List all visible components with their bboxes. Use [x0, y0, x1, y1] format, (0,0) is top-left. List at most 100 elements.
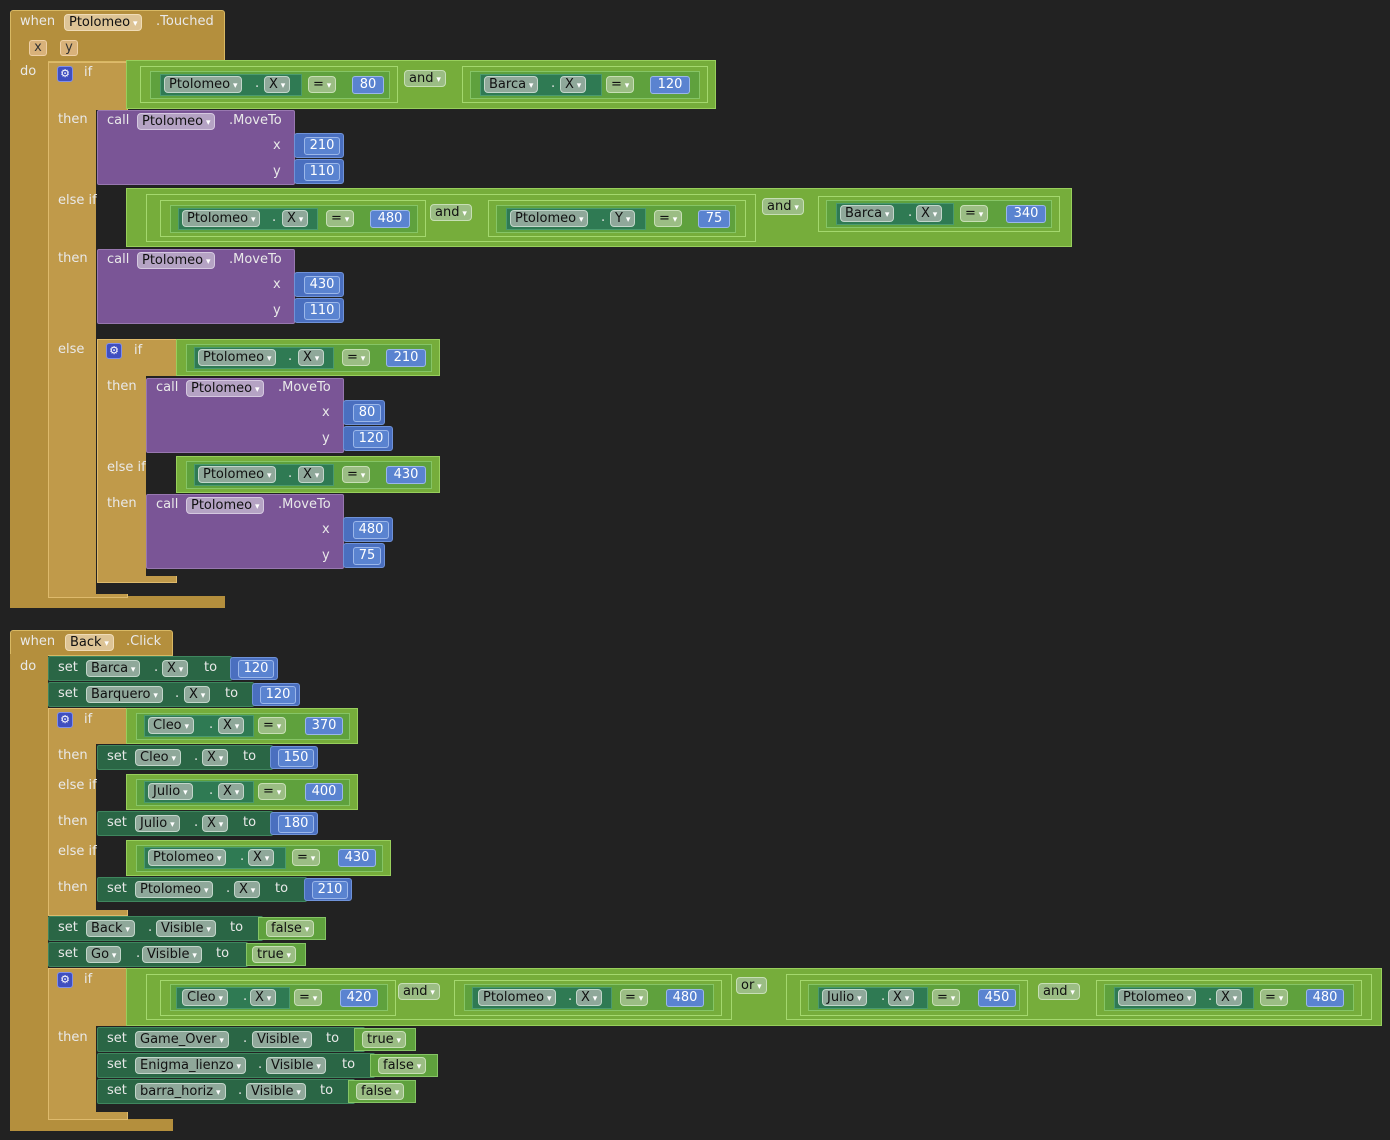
equals-dropdown[interactable]: =: [308, 76, 337, 93]
property-dropdown[interactable]: X: [162, 660, 189, 677]
mutator-gear-icon[interactable]: ⚙: [106, 343, 122, 359]
number-value[interactable]: 370: [305, 717, 343, 735]
number-value[interactable]: 430: [338, 849, 376, 867]
property-dropdown[interactable]: Visible: [246, 1083, 306, 1100]
equals-dropdown[interactable]: =: [292, 849, 321, 866]
number-value[interactable]: 420: [340, 989, 378, 1007]
number-value[interactable]: 75: [698, 210, 730, 228]
number-value[interactable]: 480: [1306, 989, 1344, 1007]
number-value[interactable]: 430: [386, 466, 426, 484]
set-block[interactable]: [97, 745, 273, 770]
number-value[interactable]: 80: [352, 76, 384, 94]
component-dropdown[interactable]: Barca: [840, 205, 895, 222]
equals-dropdown[interactable]: =: [326, 210, 355, 227]
property-dropdown[interactable]: X: [298, 349, 325, 366]
mutator-gear-icon[interactable]: ⚙: [57, 66, 73, 82]
property-dropdown[interactable]: X: [250, 989, 277, 1006]
component-dropdown[interactable]: Ptolomeo: [510, 210, 589, 227]
boolean-dropdown[interactable]: false: [356, 1083, 405, 1100]
component-dropdown[interactable]: Julio: [135, 815, 180, 832]
equals-dropdown[interactable]: =: [342, 466, 371, 483]
component-dropdown[interactable]: Ptolomeo: [198, 466, 277, 483]
event-param-x[interactable]: x: [29, 40, 47, 56]
call-component-dropdown[interactable]: Ptolomeo: [186, 380, 265, 397]
number-value[interactable]: 480: [370, 210, 410, 228]
property-dropdown[interactable]: X: [264, 76, 291, 93]
component-dropdown[interactable]: Back: [86, 920, 135, 937]
number-value[interactable]: 120: [650, 76, 690, 94]
and-dropdown[interactable]: and: [398, 983, 440, 1000]
number-value[interactable]: 120: [353, 430, 389, 448]
equals-dropdown[interactable]: =: [294, 989, 323, 1006]
property-dropdown[interactable]: Visible: [156, 920, 216, 937]
number-value[interactable]: 150: [278, 749, 314, 767]
component-dropdown[interactable]: Ptolomeo: [1118, 989, 1197, 1006]
property-dropdown[interactable]: X: [202, 815, 229, 832]
component-dropdown[interactable]: Ptolomeo: [182, 210, 261, 227]
number-value[interactable]: 400: [305, 783, 343, 801]
and-dropdown[interactable]: and: [1038, 983, 1080, 1000]
boolean-dropdown[interactable]: false: [378, 1057, 427, 1074]
number-value[interactable]: 210: [304, 137, 340, 155]
property-dropdown[interactable]: X: [888, 989, 915, 1006]
and-dropdown[interactable]: and: [762, 198, 804, 215]
call-component-dropdown[interactable]: Ptolomeo: [137, 113, 216, 130]
equals-dropdown[interactable]: =: [1260, 989, 1289, 1006]
equals-dropdown[interactable]: =: [258, 783, 287, 800]
number-value[interactable]: 75: [353, 547, 381, 565]
property-dropdown[interactable]: X: [184, 686, 211, 703]
component-dropdown[interactable]: Cleo: [182, 989, 229, 1006]
equals-dropdown[interactable]: =: [960, 205, 989, 222]
equals-dropdown[interactable]: =: [606, 76, 635, 93]
equals-dropdown[interactable]: =: [654, 210, 683, 227]
event-component-dropdown[interactable]: Back: [65, 634, 114, 651]
number-value[interactable]: 120: [238, 660, 274, 678]
mutator-gear-icon[interactable]: ⚙: [57, 712, 73, 728]
number-value[interactable]: 110: [304, 302, 340, 320]
number-value[interactable]: 480: [666, 989, 704, 1007]
or-dropdown[interactable]: or: [736, 977, 767, 994]
number-value[interactable]: 110: [304, 163, 340, 181]
component-dropdown[interactable]: Barca: [86, 660, 141, 677]
property-dropdown[interactable]: X: [282, 210, 309, 227]
equals-dropdown[interactable]: =: [258, 717, 287, 734]
event-param-y[interactable]: y: [60, 40, 78, 56]
component-dropdown[interactable]: Ptolomeo: [135, 881, 214, 898]
property-dropdown[interactable]: X: [1216, 989, 1243, 1006]
component-dropdown[interactable]: Julio: [148, 783, 193, 800]
equals-dropdown[interactable]: =: [932, 989, 961, 1006]
number-value[interactable]: 480: [353, 521, 389, 539]
number-value[interactable]: 210: [312, 881, 348, 899]
property-dropdown[interactable]: X: [218, 783, 245, 800]
boolean-dropdown[interactable]: false: [266, 920, 315, 937]
component-dropdown[interactable]: Ptolomeo: [198, 349, 277, 366]
call-component-dropdown[interactable]: Ptolomeo: [137, 252, 216, 269]
component-dropdown[interactable]: Ptolomeo: [148, 849, 227, 866]
property-dropdown[interactable]: X: [202, 749, 229, 766]
component-dropdown[interactable]: Barca: [484, 76, 539, 93]
component-dropdown[interactable]: Go: [86, 946, 122, 963]
property-dropdown[interactable]: Y: [610, 210, 636, 227]
number-value[interactable]: 180: [278, 815, 314, 833]
component-dropdown[interactable]: Barquero: [86, 686, 163, 703]
property-dropdown[interactable]: X: [234, 881, 261, 898]
property-dropdown[interactable]: Visible: [252, 1031, 312, 1048]
boolean-dropdown[interactable]: true: [252, 946, 297, 963]
property-dropdown[interactable]: X: [576, 989, 603, 1006]
component-dropdown[interactable]: barra_horiz: [135, 1083, 226, 1100]
component-dropdown[interactable]: Enigma_lienzo: [135, 1057, 247, 1074]
number-value[interactable]: 120: [260, 686, 296, 704]
property-dropdown[interactable]: X: [560, 76, 587, 93]
property-dropdown[interactable]: Visible: [142, 946, 202, 963]
property-dropdown[interactable]: X: [248, 849, 275, 866]
equals-dropdown[interactable]: =: [342, 349, 371, 366]
property-dropdown[interactable]: X: [218, 717, 245, 734]
component-dropdown[interactable]: Ptolomeo: [164, 76, 243, 93]
number-value[interactable]: 450: [978, 989, 1016, 1007]
boolean-dropdown[interactable]: true: [362, 1031, 407, 1048]
number-value[interactable]: 340: [1006, 205, 1046, 223]
property-dropdown[interactable]: X: [298, 466, 325, 483]
property-dropdown[interactable]: Visible: [266, 1057, 326, 1074]
component-dropdown[interactable]: Julio: [822, 989, 867, 1006]
number-value[interactable]: 430: [304, 276, 340, 294]
